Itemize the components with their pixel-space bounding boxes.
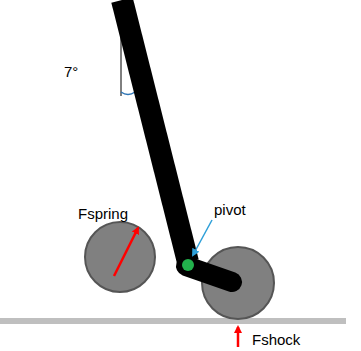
pivot-dot: [182, 259, 194, 271]
rear-wheel: [85, 222, 155, 292]
pivot-label: pivot: [214, 202, 246, 217]
ground-line: [0, 318, 346, 324]
pivot-leader: [193, 220, 212, 255]
force-label: Fspring: [78, 206, 128, 221]
spring-force-arrow: [114, 228, 138, 276]
force-label: Fshock: [252, 332, 300, 347]
shock-force-arrow: [237, 327, 240, 347]
handle-bar: [122, 0, 188, 262]
angle-label: 7°: [64, 64, 78, 79]
angle-arc: [121, 92, 135, 95]
